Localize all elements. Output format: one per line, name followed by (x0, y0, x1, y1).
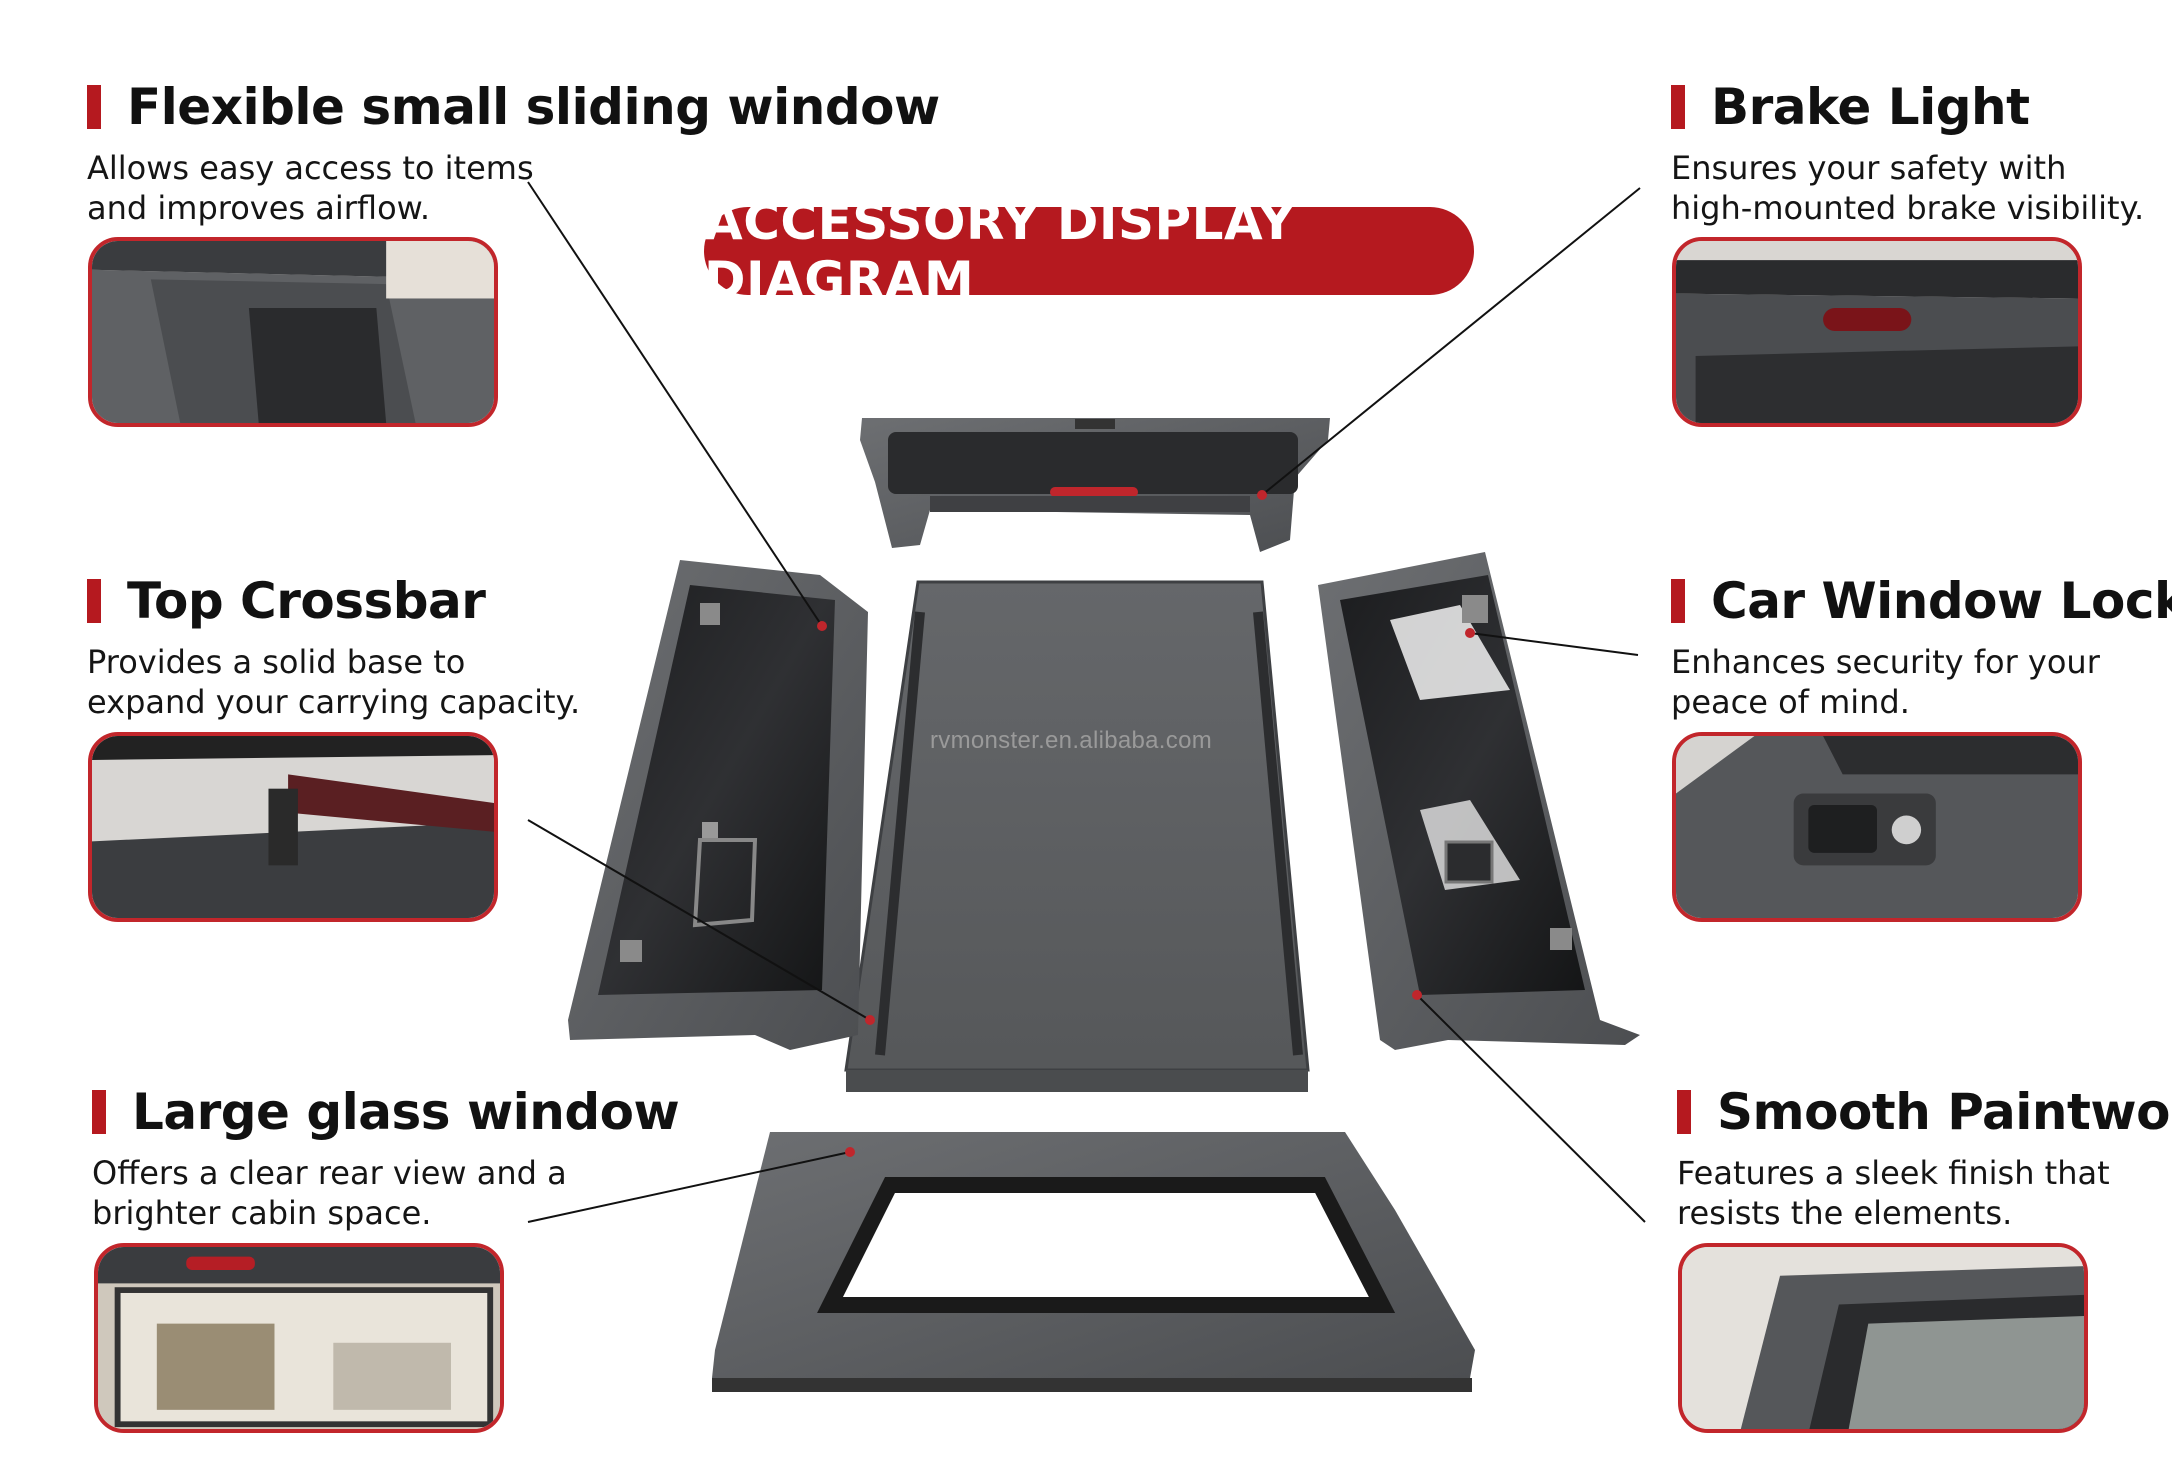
feature-desc-line: Features a sleek finish that (1677, 1154, 2110, 1192)
accent-bar (92, 1090, 106, 1134)
brake-light-bar (1050, 487, 1138, 497)
feature-brake-light: Brake Light Ensures your safety with hig… (1671, 78, 2144, 228)
feature-desc-line: Ensures your safety with (1671, 149, 2067, 187)
feature-desc-line: Allows easy access to items (87, 149, 534, 187)
paintwork-photo (1678, 1243, 2088, 1433)
left-side-panel (568, 560, 868, 1050)
feature-paintwork: Smooth Paintwork Features a sleek finish… (1677, 1083, 2172, 1233)
feature-desc-line: high-mounted brake visibility. (1671, 189, 2145, 227)
feature-desc-line: Offers a clear rear view and a (92, 1154, 567, 1192)
feature-glass-window: Large glass window Offers a clear rear v… (92, 1083, 680, 1233)
right-side-panel (1318, 552, 1640, 1050)
rear-window-panel (712, 1132, 1475, 1392)
top-crossbar-photo (88, 732, 498, 922)
accent-bar (1677, 1090, 1691, 1134)
feature-title: Large glass window (132, 1083, 680, 1141)
callout-dots (817, 490, 1475, 1157)
watermark: rvmonster.en.alibaba.com (930, 727, 1213, 754)
feature-top-crossbar: Top Crossbar Provides a solid base to ex… (87, 572, 580, 722)
feature-desc-line: Enhances security for your (1671, 643, 2100, 681)
front-panel (860, 418, 1330, 552)
sliding-window-photo (88, 237, 498, 427)
roof-panel (844, 580, 1310, 1092)
glass-window-photo (94, 1243, 504, 1433)
feature-desc-line: and improves airflow. (87, 189, 431, 227)
feature-title: Brake Light (1711, 78, 2030, 136)
feature-title: Car Window Lock (1711, 572, 2172, 630)
accent-bar (1671, 579, 1685, 623)
diagram-title: ACCESSORY DISPLAY DIAGRAM (704, 193, 1474, 309)
accent-bar (87, 579, 101, 623)
feature-title: Smooth Paintwork (1717, 1083, 2172, 1141)
feature-desc-line: peace of mind. (1671, 683, 1910, 721)
feature-desc-line: brighter cabin space. (92, 1194, 432, 1232)
feature-title: Flexible small sliding window (127, 78, 940, 136)
callout-lines (527, 181, 1646, 1223)
feature-sliding-window: Flexible small sliding window Allows eas… (87, 78, 940, 228)
feature-desc-line: expand your carrying capacity. (87, 683, 581, 721)
feature-title: Top Crossbar (127, 572, 486, 630)
brake-light-photo (1672, 237, 2082, 427)
accent-bar (87, 85, 101, 129)
feature-window-lock: Car Window Lock Enhances security for yo… (1671, 572, 2172, 722)
window-lock-photo (1672, 732, 2082, 922)
accent-bar (1671, 85, 1685, 129)
feature-desc-line: resists the elements. (1677, 1194, 2013, 1232)
feature-desc-line: Provides a solid base to (87, 643, 466, 681)
